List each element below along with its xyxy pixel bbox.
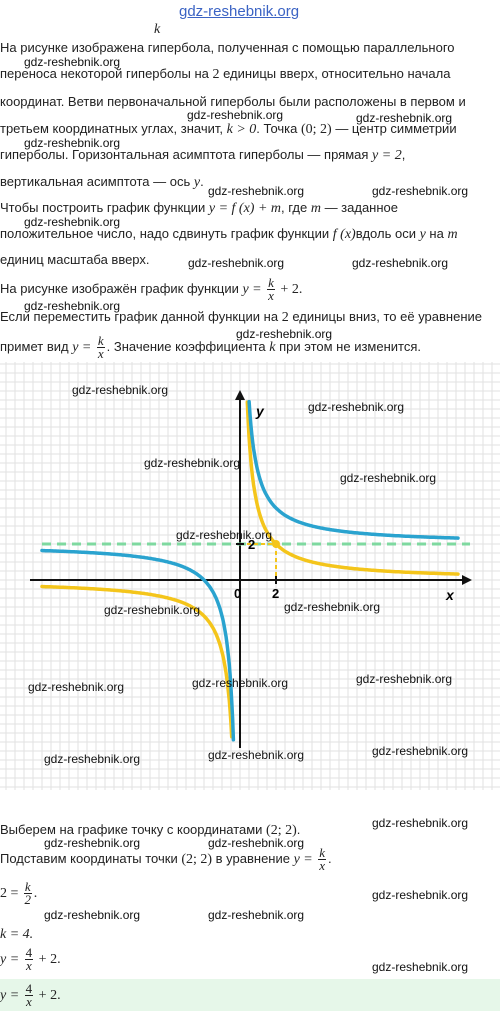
watermark: gdz-reshebnik.org	[208, 184, 305, 198]
origin-label: 0	[234, 586, 241, 601]
watermark: gdz-reshebnik.org	[372, 816, 469, 830]
graph-curves	[40, 399, 460, 742]
paragraph-1-line-6: вертикальная асимптота — ось y.	[0, 174, 204, 190]
watermark: gdz-reshebnik.org	[208, 836, 305, 850]
watermark: gdz-reshebnik.org	[144, 456, 241, 470]
base-hyperbola-curve-left-branch	[40, 584, 234, 739]
paragraph-1-line-3: координат. Ветви первоначальной гипербол…	[0, 94, 466, 109]
graph-marks	[236, 540, 280, 584]
watermark: gdz-reshebnik.org	[372, 184, 469, 198]
watermark: gdz-reshebnik.org	[308, 400, 405, 414]
watermark: gdz-reshebnik.org	[24, 55, 121, 69]
watermark: gdz-reshebnik.org	[188, 256, 285, 270]
x-axis-label: x	[445, 587, 455, 603]
hyperbola-graph: x y 0 2 2	[0, 362, 500, 790]
paragraph-1-line-2: переноса некоторой гиперболы на 2 единиц…	[0, 66, 451, 82]
paragraph-2-line-3: единиц масштаба вверх.	[0, 252, 150, 267]
watermark: gdz-reshebnik.org	[28, 680, 125, 694]
watermark: gdz-reshebnik.org	[72, 383, 169, 397]
watermark: gdz-reshebnik.org	[208, 748, 305, 762]
shifted-hyperbola-curve-right-branch	[247, 399, 460, 540]
answer-highlight	[0, 979, 500, 1011]
base-hyperbola-curve-right-branch	[245, 400, 460, 576]
paragraph-1-line-1: На рисунке изображена гипербола, получен…	[0, 40, 455, 55]
x-axis-arrow	[462, 575, 472, 585]
solution-line-2: Подставим координаты точки (2; 2) в урав…	[0, 845, 332, 874]
x-tick-label-2: 2	[272, 586, 279, 601]
watermark: gdz-reshebnik.org	[372, 888, 469, 902]
watermark: gdz-reshebnik.org	[352, 256, 449, 270]
watermark: gdz-reshebnik.org	[208, 908, 305, 922]
paragraph-3-line-1: На рисунке изображён график функции y = …	[0, 275, 303, 304]
shifted-hyperbola-curve-left-branch	[40, 548, 236, 742]
watermark: gdz-reshebnik.org	[356, 111, 453, 125]
graph-grid	[0, 362, 500, 790]
watermark: gdz-reshebnik.org	[176, 528, 273, 542]
paragraph-2-line-1: Чтобы построить график функции y = f (x)…	[0, 200, 399, 216]
y-axis-label: y	[255, 403, 265, 419]
solution-line-1: Выберем на графике точку с координатами …	[0, 822, 301, 838]
watermark: gdz-reshebnik.org	[104, 603, 201, 617]
paragraph-1-line-5: гиперболы. Горизонтальная асимптота гипе…	[0, 147, 406, 163]
paragraph-2-line-2: положительное число, надо сдвинуть графи…	[0, 226, 458, 242]
site-watermark-link[interactable]: gdz-reshebnik.org	[179, 3, 300, 20]
watermark: gdz-reshebnik.org	[372, 744, 469, 758]
graph-axes	[30, 390, 472, 748]
watermark: gdz-reshebnik.org	[187, 108, 284, 122]
stray-variable-k: k	[154, 22, 161, 37]
watermark: gdz-reshebnik.org	[372, 960, 469, 974]
paragraph-4-line-1: Если переместить график данной функции н…	[0, 309, 483, 325]
watermark: gdz-reshebnik.org	[236, 327, 333, 341]
marked-point	[272, 540, 280, 548]
watermark: gdz-reshebnik.org	[192, 676, 289, 690]
watermark: gdz-reshebnik.org	[284, 600, 381, 614]
watermark: gdz-reshebnik.org	[44, 908, 141, 922]
watermark: gdz-reshebnik.org	[24, 299, 121, 313]
y-tick-label-2: 2	[248, 537, 255, 552]
watermark: gdz-reshebnik.org	[44, 836, 141, 850]
watermark: gdz-reshebnik.org	[356, 672, 453, 686]
watermark: gdz-reshebnik.org	[24, 136, 121, 150]
watermark: gdz-reshebnik.org	[44, 752, 141, 766]
solution-line-4: k = 4.	[0, 927, 34, 942]
y-axis-arrow	[235, 390, 245, 400]
watermark: gdz-reshebnik.org	[24, 215, 121, 229]
paragraph-1-line-4: третьем координатных углах, значит, k > …	[0, 121, 457, 137]
watermark: gdz-reshebnik.org	[340, 471, 437, 485]
